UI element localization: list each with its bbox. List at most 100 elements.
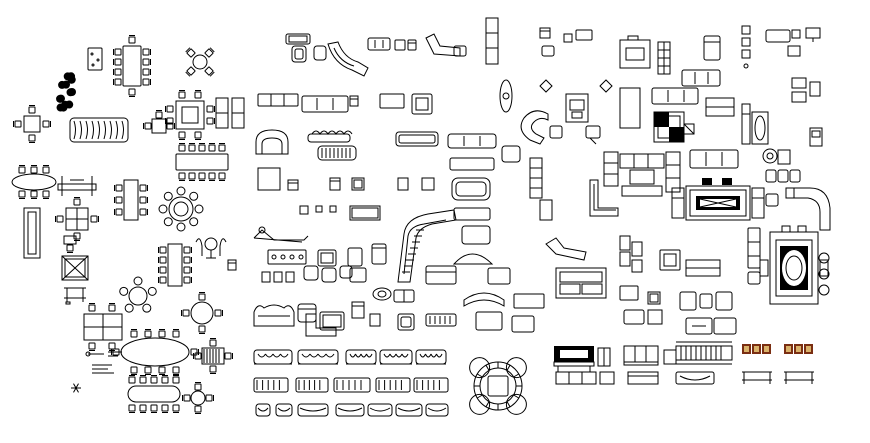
outline [810, 128, 822, 146]
outline [262, 138, 282, 154]
chair [140, 185, 148, 191]
rug-ray [514, 374, 519, 377]
outline [321, 253, 333, 263]
outline [514, 294, 544, 308]
sofa-plaid [426, 314, 456, 326]
rect-table-6-chairs [115, 180, 148, 220]
outline [174, 202, 188, 216]
chair-seat [173, 377, 179, 383]
outline [550, 126, 562, 138]
chair [215, 310, 223, 316]
outline [289, 36, 307, 42]
outline [474, 362, 522, 410]
chair [225, 353, 233, 359]
outline [582, 284, 602, 294]
outline [205, 238, 217, 250]
outline [488, 268, 510, 284]
chair-seat [199, 145, 205, 151]
corner-sofa [426, 34, 466, 56]
outline [396, 404, 422, 416]
outline [630, 170, 654, 184]
chair-seat [205, 49, 213, 57]
chair [129, 36, 135, 44]
outline [254, 378, 288, 392]
chair-round [148, 287, 156, 295]
outline [258, 94, 298, 106]
chair-l [352, 302, 364, 318]
narrow-table-block [24, 208, 40, 258]
cushion-curve [302, 354, 310, 357]
sofa-rect [514, 294, 544, 308]
outline [540, 80, 552, 92]
coffee-table-legs [64, 288, 86, 304]
wood-grain [74, 121, 76, 139]
chair [210, 366, 216, 374]
bistro-chair [220, 239, 226, 256]
outline [62, 256, 88, 280]
small-tables [300, 206, 336, 214]
chair [140, 405, 146, 413]
outline [628, 36, 638, 40]
outline [790, 170, 800, 182]
chair [114, 49, 122, 55]
chair-group [262, 272, 294, 282]
chair-r10 [766, 194, 778, 206]
outline [258, 168, 280, 190]
chair [179, 144, 185, 152]
outline [620, 40, 650, 68]
outline [296, 378, 328, 392]
chair [109, 304, 115, 312]
tv-unit [566, 94, 588, 122]
chair [115, 197, 123, 203]
outline [91, 53, 93, 55]
armchair-d [412, 94, 432, 114]
chair [143, 49, 151, 55]
chair [143, 59, 151, 65]
outline [752, 112, 768, 144]
outline [298, 350, 338, 364]
cushion-curve [420, 354, 426, 357]
outline [58, 184, 96, 190]
curved-sofa-right [786, 188, 830, 230]
armchair-elevation [298, 404, 328, 416]
carpet-medallion [782, 250, 806, 286]
sofas-and-armchairs [254, 18, 544, 336]
outline [352, 302, 364, 318]
outline [486, 18, 498, 64]
round-armchair [256, 130, 288, 154]
chair [206, 395, 214, 401]
cushion-curve [356, 354, 362, 357]
chair-seat [143, 69, 149, 75]
chair-icon-c [330, 178, 340, 190]
chair [166, 118, 174, 124]
sofa-elevation [298, 350, 338, 364]
chair-back [186, 72, 190, 76]
cushion-curve [326, 354, 334, 357]
outline [620, 88, 640, 128]
sofa-set-r [652, 88, 698, 104]
outline [454, 254, 492, 264]
outline [316, 206, 322, 212]
chair [159, 330, 165, 338]
outline [714, 318, 736, 334]
chair [207, 106, 215, 112]
chair-seat [115, 69, 121, 75]
outline [70, 118, 128, 142]
sectional-block-r2 [540, 200, 552, 220]
fireplace-chair [722, 178, 732, 185]
cabinet-glass [560, 350, 588, 358]
armchair-f [462, 226, 490, 244]
seat-curve [338, 408, 362, 411]
outline [676, 372, 714, 384]
chair-seat [31, 191, 37, 197]
chair-r11 [748, 228, 760, 268]
chair [19, 166, 25, 174]
outline [340, 266, 352, 278]
outline [176, 101, 204, 129]
sofa-elevation [346, 350, 376, 364]
chair [159, 367, 165, 375]
outline [298, 304, 316, 322]
outline [560, 272, 602, 282]
chair-seat [184, 247, 190, 253]
cushion-curve [361, 354, 367, 357]
